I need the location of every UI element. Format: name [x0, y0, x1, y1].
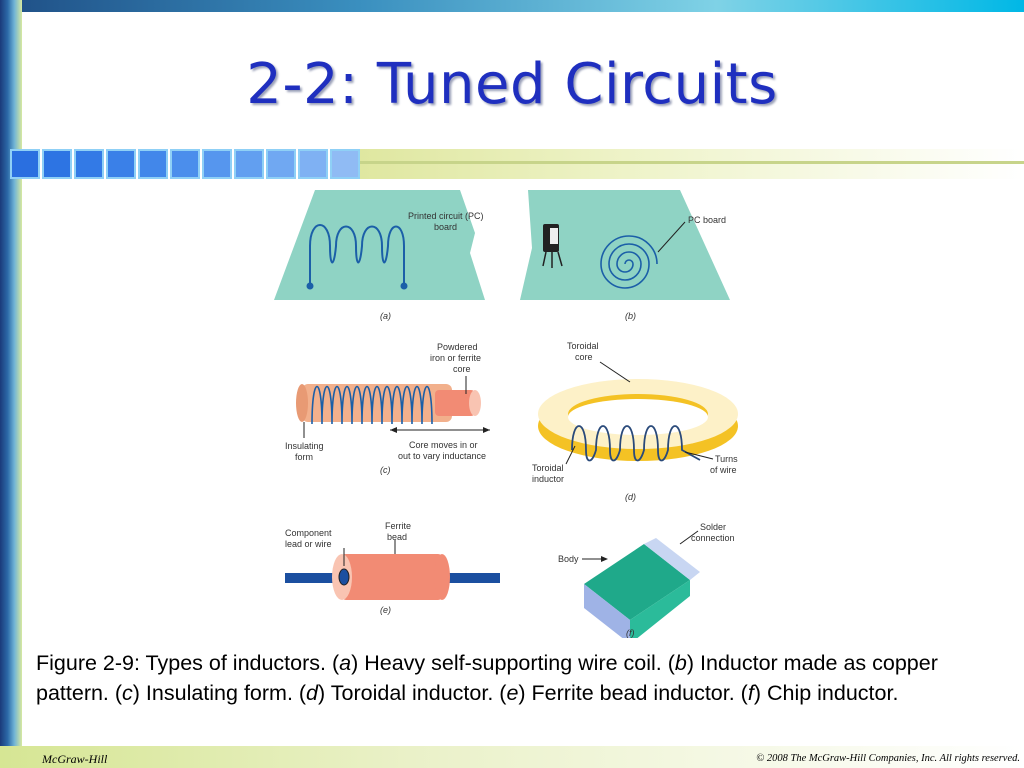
caption-letter-a: a [339, 651, 352, 675]
form-label-2: form [295, 452, 313, 462]
moves-label-1: Core moves in or [409, 440, 478, 450]
caption-text: ) Chip inductor. [753, 681, 899, 705]
caption-letter-b: b [674, 651, 687, 675]
ferrite-core [435, 390, 475, 416]
decor-square [202, 149, 232, 179]
lead-label-2: lead or wire [285, 539, 332, 549]
decor-square [170, 149, 200, 179]
toroid-core-label-2: core [575, 352, 593, 362]
component-face [550, 228, 558, 244]
sublabel-e: (e) [380, 605, 391, 615]
chip-solder [644, 538, 700, 580]
chip-end-cap [584, 584, 630, 638]
left-decor-band [0, 0, 22, 768]
core-label-2: iron or ferrite [430, 353, 481, 363]
bead-end [434, 554, 450, 600]
turns-label-2: of wire [710, 465, 737, 475]
board-label-b: PC board [688, 215, 726, 225]
panel-c-insulating-form: Powdered iron or ferrite core Insulating… [285, 342, 490, 475]
toroid-inductor-label-2: inductor [532, 474, 564, 484]
caption-text: Figure 2-9: Types of inductors. ( [36, 651, 340, 675]
panel-a-wire-coil: Printed circuit (PC) board (a) [274, 190, 485, 321]
pointer-line [565, 445, 576, 465]
decor-square [298, 149, 328, 179]
panel-d-toroidal: Toroidal core Toroidal inductor Turns of… [532, 341, 738, 502]
toroid-core-label-1: Toroidal [567, 341, 599, 351]
caption-letter-e: e [506, 681, 519, 705]
copper-spiral [600, 235, 658, 289]
wire-coil [309, 224, 405, 286]
decor-square [74, 149, 104, 179]
coil-lead-dot [306, 282, 314, 290]
figure-caption: Figure 2-9: Types of inductors. (a) Heav… [36, 648, 1016, 708]
chip-body-side [630, 580, 690, 638]
caption-text: ) Toroidal inductor. ( [318, 681, 507, 705]
pc-board-shape [274, 190, 485, 300]
arrow-head [483, 427, 490, 433]
caption-text: ) Insulating form. ( [132, 681, 307, 705]
turns-label-1: Turns [715, 454, 738, 464]
sublabel-b: (b) [625, 311, 636, 321]
top-decor-band [0, 0, 1024, 12]
form-label-1: Insulating [285, 441, 324, 451]
copyright-footer: © 2008 The McGraw-Hill Companies, Inc. A… [756, 753, 1020, 764]
inductor-types-figure: Printed circuit (PC) board (a) PC board … [274, 190, 738, 638]
panel-f-chip-inductor: Body Solder connection (f) [558, 522, 735, 638]
moves-label-2: out to vary inductance [398, 451, 486, 461]
arrow-head [601, 556, 608, 562]
decor-square [106, 149, 136, 179]
sublabel-d: (d) [625, 492, 636, 502]
pointer-line [599, 361, 631, 383]
board-label-a-2: board [434, 222, 457, 232]
decor-square-strip [10, 149, 362, 179]
caption-text: ) Heavy self-supporting wire coil. ( [351, 651, 675, 675]
lead-label-1: Component [285, 528, 332, 538]
arrow-head [390, 427, 397, 433]
core-end [469, 390, 481, 416]
panel-e-ferrite-bead: Component lead or wire Ferrite bead (e) [285, 521, 500, 615]
caption-text: ) Inductor made as copper pattern. ( [36, 651, 938, 705]
toroid-hole [568, 399, 708, 435]
bead-label-1: Ferrite [385, 521, 411, 531]
chip-body-top [584, 544, 690, 620]
sublabel-c: (c) [380, 465, 391, 475]
solder-label-1: Solder [700, 522, 726, 532]
caption-letter-d: d [306, 681, 319, 705]
bead-label-2: bead [387, 532, 407, 542]
decor-square [266, 149, 296, 179]
pointer-line [657, 221, 686, 253]
sublabel-f: (f) [626, 628, 635, 638]
caption-text: ) Ferrite bead inductor. ( [518, 681, 748, 705]
core-label-3: core [453, 364, 471, 374]
chip-body-label: Body [558, 554, 579, 564]
form-end [296, 384, 308, 422]
component-leads [542, 251, 563, 268]
sublabel-a: (a) [380, 311, 391, 321]
ferrite-bead [342, 554, 442, 600]
decor-square [10, 149, 40, 179]
decor-square [42, 149, 72, 179]
pointer-line [684, 451, 714, 460]
solder-label-2: connection [691, 533, 735, 543]
toroid-turns [571, 425, 701, 462]
caption-letter-f: f [747, 681, 754, 705]
decor-square [138, 149, 168, 179]
coil-lead-dot [400, 282, 408, 290]
slide-title: 2-2: Tuned Circuits [246, 52, 778, 117]
pointer-line [679, 530, 699, 545]
decor-square [234, 149, 264, 179]
board-label-a-1: Printed circuit (PC) [408, 211, 484, 221]
panel-b-spiral-pattern: PC board (b) [520, 190, 730, 321]
core-label-1: Powdered [437, 342, 478, 352]
decor-square [330, 149, 360, 179]
toroid-inductor-label-1: Toroidal [532, 463, 564, 473]
decor-accent-line [360, 149, 1024, 179]
bottom-decor-band [0, 746, 1024, 768]
caption-letter-c: c [122, 681, 133, 705]
publisher-footer: McGraw-Hill [42, 752, 108, 766]
slide-canvas [22, 12, 1024, 746]
coil-winding [311, 386, 433, 425]
bead-hole [338, 568, 350, 586]
